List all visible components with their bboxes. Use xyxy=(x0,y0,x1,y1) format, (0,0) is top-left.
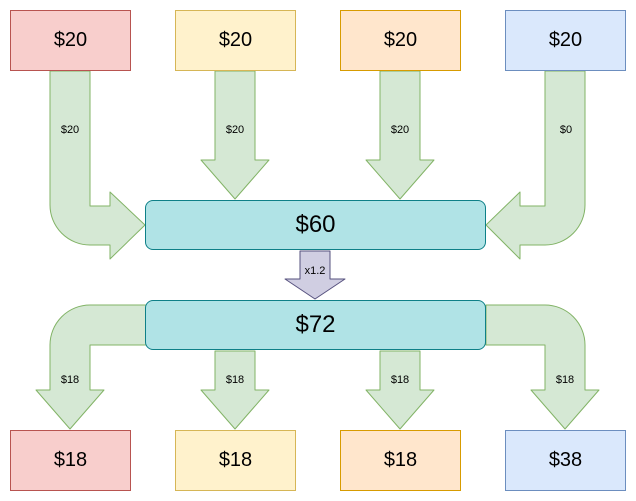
result-box-2: $18 xyxy=(175,430,296,491)
source-box-3: $20 xyxy=(340,10,461,71)
pool-box: $60 xyxy=(145,200,486,250)
source-box-1: $20 xyxy=(10,10,131,71)
result-box-3: $18 xyxy=(340,430,461,491)
outflow-label-2: $18 xyxy=(225,374,245,386)
inflow-label-3: $20 xyxy=(390,124,410,136)
inflow-label-4: $0 xyxy=(559,124,573,136)
multiplier-label: x1.2 xyxy=(304,265,326,277)
inflow-arrow-3 xyxy=(365,70,435,200)
source-box-2: $20 xyxy=(175,10,296,71)
inflow-arrow-1 xyxy=(49,70,146,260)
inflow-label-1: $20 xyxy=(60,124,80,136)
outflow-arrow-4 xyxy=(485,304,600,430)
outflow-arrow-3 xyxy=(365,350,435,430)
inflow-arrow-2 xyxy=(200,70,270,200)
pool-after-box: $72 xyxy=(145,300,486,350)
outflow-arrow-1 xyxy=(35,304,147,430)
outflow-label-3: $18 xyxy=(390,374,410,386)
outflow-label-4: $18 xyxy=(555,374,575,386)
outflow-arrow-2 xyxy=(200,350,270,430)
inflow-arrow-4 xyxy=(485,70,586,260)
inflow-label-2: $20 xyxy=(225,124,245,136)
result-box-1: $18 xyxy=(10,430,131,491)
multiplier-arrow xyxy=(284,250,346,300)
source-box-4: $20 xyxy=(505,10,626,71)
outflow-label-1: $18 xyxy=(60,374,80,386)
result-box-4: $38 xyxy=(505,430,626,491)
